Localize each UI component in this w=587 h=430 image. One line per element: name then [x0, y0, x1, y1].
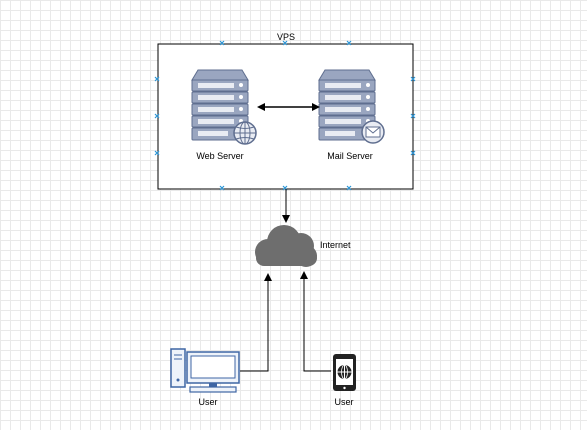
web-server-node[interactable]: Web Server — [191, 69, 257, 161]
cloud-icon — [255, 225, 317, 267]
mobile-phone-icon — [333, 354, 356, 391]
globe-icon — [233, 121, 257, 145]
edge-desktop-internet[interactable] — [240, 273, 272, 372]
desktop-user-node[interactable]: User — [170, 348, 240, 407]
web-server-icon — [191, 69, 257, 145]
vps-label: VPS — [277, 32, 295, 42]
mobile-user-node[interactable]: User — [333, 354, 356, 407]
desktop-user-label: User — [198, 397, 217, 407]
edge-mobile-internet[interactable] — [300, 271, 331, 372]
mail-server-node[interactable]: Mail Server — [318, 69, 385, 161]
envelope-icon — [361, 120, 385, 144]
desktop-computer-icon — [170, 348, 240, 393]
mail-server-label: Mail Server — [327, 151, 373, 161]
mobile-user-label: User — [334, 397, 353, 407]
edge-web-mail[interactable] — [257, 103, 320, 111]
globe-icon — [337, 364, 352, 380]
web-server-label: Web Server — [196, 151, 243, 161]
internet-node[interactable]: Internet — [255, 225, 351, 267]
mail-server-icon — [318, 69, 385, 144]
internet-label: Internet — [320, 240, 351, 250]
